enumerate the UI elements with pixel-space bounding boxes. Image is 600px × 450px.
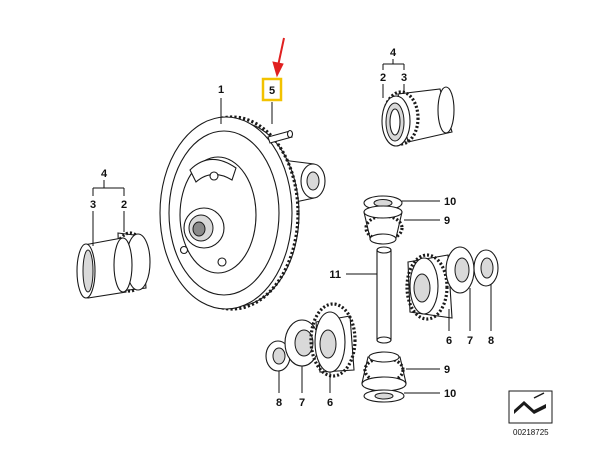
callout-right-shim: 8 [488,335,494,347]
callout-lower-side-gear: 6 [327,397,333,409]
pin-part [267,129,294,144]
callout-top-bearing-group: 4 [390,47,397,59]
callout-left-bearing-cone: 2 [121,199,127,211]
callout-top-bearing-cone: 2 [380,72,386,84]
lower-left-gear-set [265,302,357,378]
callout-top-bearing-cup: 3 [401,72,407,84]
callout-upper-pinion: 9 [444,215,450,227]
callout-upper-washer: 10 [444,196,456,208]
leader-lines [92,59,492,394]
top-bearing [381,86,455,147]
callout-lower-washer: 10 [444,388,456,400]
callout-left-bearing-cup: 3 [90,199,96,211]
callout-left-bearing-group: 4 [101,168,108,180]
ring-gear-assembly [159,115,326,311]
cross-shaft [376,246,392,344]
callout-1: 1 [218,84,224,96]
lower-pinion-washer [361,351,407,403]
highlight-box [261,77,283,102]
callout-labels: 1 5 4 3 2 4 2 3 10 9 11 6 7 8 8 7 6 9 10 [90,47,494,409]
callout-5: 5 [269,85,275,97]
shim-symbol-icon [514,392,546,414]
reference-block: 00218725 [508,390,553,437]
red-arrow-icon [272,37,285,78]
left-bearing [76,231,151,299]
callout-shaft: 11 [329,269,341,281]
right-side-gear-set [405,246,499,321]
callout-lower-thrust-washer: 7 [299,397,305,409]
callout-lower-pinion: 9 [444,364,450,376]
reference-code: 00218725 [513,428,549,437]
callout-right-thrust-washer: 7 [467,335,473,347]
callout-lower-shim: 8 [276,397,282,409]
callout-right-side-gear: 6 [446,335,452,347]
upper-washer-pinion [363,195,404,245]
